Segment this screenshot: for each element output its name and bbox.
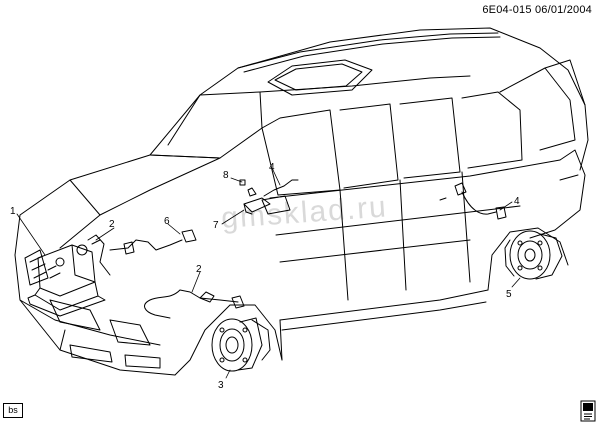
watermark-text: gmsklad.ru (220, 190, 389, 235)
callout-8: 8 (223, 170, 229, 181)
front-jumper-harness (109, 229, 197, 255)
callout-labels: 1 2 2 3 4 4 5 6 7 8 (10, 162, 520, 391)
document-code: 6E04-015 (482, 4, 532, 16)
callout-2-front: 2 (109, 219, 115, 230)
front-harness (87, 234, 245, 319)
yaw-sensor-bracket (239, 179, 299, 215)
abs-module (27, 244, 106, 317)
bs-tag: bs (3, 403, 23, 418)
callout-2-lower: 2 (196, 264, 202, 275)
document-date: 06/01/2004 (534, 4, 592, 16)
callout-4-rear: 4 (514, 196, 520, 207)
book-icon (580, 400, 596, 422)
callout-4-top: 4 (269, 162, 275, 173)
callout-5: 5 (506, 289, 512, 300)
leader-lines (16, 169, 521, 379)
callout-3: 3 (218, 380, 224, 391)
callout-6: 6 (164, 216, 170, 227)
document-code-header: 6E04-015 06/01/2004 (482, 4, 592, 16)
rear-hub (504, 230, 563, 280)
callout-1: 1 (10, 206, 16, 217)
rear-harness (439, 182, 507, 220)
vehicle-body (14, 27, 589, 376)
callout-7: 7 (213, 220, 219, 231)
front-hub (211, 317, 271, 372)
